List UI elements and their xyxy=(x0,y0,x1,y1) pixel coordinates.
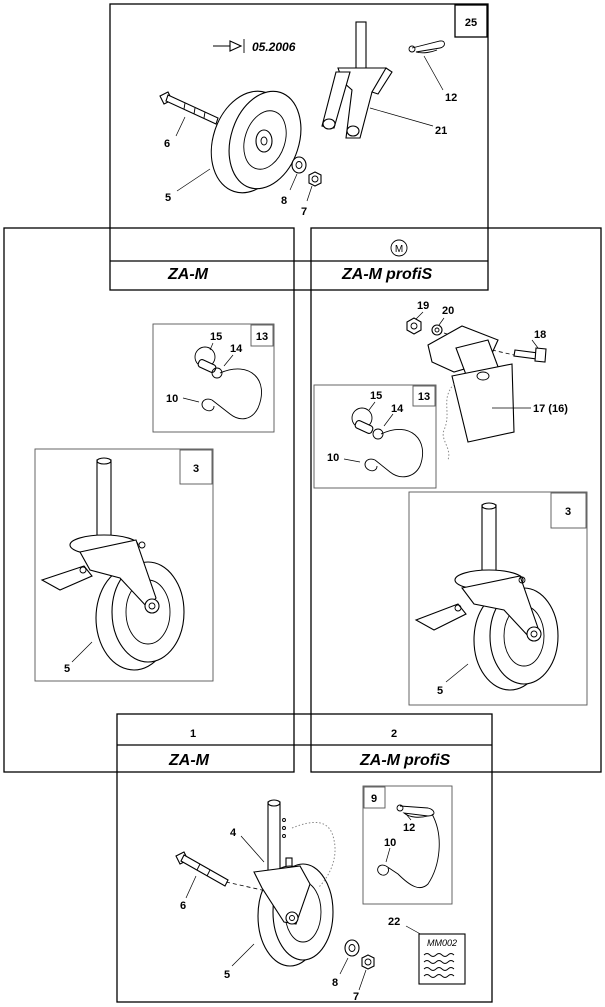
group-number-box xyxy=(454,4,488,38)
right-caster-number-box xyxy=(550,492,587,529)
callout-8-top: 8 xyxy=(281,195,287,207)
callout-10-right: 10 xyxy=(327,452,339,464)
nut-right xyxy=(406,317,422,335)
washer-top xyxy=(291,156,307,174)
right-panel-frame xyxy=(310,227,602,773)
wheel-top xyxy=(210,90,302,194)
callout-10-bottom: 10 xyxy=(384,837,396,849)
fork-bracket-top xyxy=(321,21,393,139)
bolt-right xyxy=(513,347,547,363)
callout-5-top: 5 xyxy=(165,192,171,204)
bottom-clip-subbox xyxy=(362,785,453,905)
right-caster-number: 3 xyxy=(565,506,571,518)
left-clip-number-box xyxy=(250,324,274,347)
left-panel-title: ZA-M xyxy=(167,266,209,283)
callout-14-right: 14 xyxy=(391,403,404,415)
callout-8-bottom: 8 xyxy=(332,977,338,989)
fixed-caster-bottom xyxy=(253,799,336,967)
callout-5-right-caster: 5 xyxy=(437,685,443,697)
callout-7-top: 7 xyxy=(301,206,307,218)
callout-19: 19 xyxy=(417,300,429,312)
callout-21-top: 21 xyxy=(435,125,447,137)
date-marker: 05.2006 xyxy=(252,40,296,54)
callout-22: 22 xyxy=(388,916,400,928)
long-bolt-top xyxy=(159,91,219,125)
bottom-clip-number: 9 xyxy=(371,793,377,805)
callout-5-bottom: 5 xyxy=(224,969,230,981)
washer-right xyxy=(431,324,443,336)
top-panel-frame xyxy=(109,3,489,291)
right-footer-title-suffix: profiS xyxy=(403,752,451,769)
left-clip-subbox xyxy=(152,323,275,433)
left-panel-frame xyxy=(3,227,295,773)
mount-bracket-right xyxy=(427,325,515,461)
callout-6-top: 6 xyxy=(164,138,170,150)
bottom-panel-frame xyxy=(116,713,493,1003)
callout-5-left-caster: 5 xyxy=(64,663,70,675)
linch-pin-right xyxy=(351,407,424,478)
left-clip-number: 13 xyxy=(256,331,268,343)
left-caster-number: 3 xyxy=(193,463,199,475)
nut-bottom xyxy=(361,954,375,970)
right-footer-title-prefix: ZA-M xyxy=(359,752,401,769)
callout-6-bottom: 6 xyxy=(180,900,186,912)
callout-12-bottom: 12 xyxy=(403,822,415,834)
model-symbol: M xyxy=(395,244,403,255)
callout-4: 4 xyxy=(230,827,237,839)
left-footer-title: ZA-M xyxy=(168,752,210,769)
callout-10-left: 10 xyxy=(166,393,178,405)
callout-18: 18 xyxy=(534,329,546,341)
spring-clip-bottom xyxy=(377,804,440,888)
bottom-clip-number-box xyxy=(363,786,386,809)
braked-caster-right xyxy=(414,502,559,691)
callout-14-left: 14 xyxy=(230,343,243,355)
model-symbol-circle xyxy=(390,239,408,257)
callout-20: 20 xyxy=(442,305,454,317)
right-clip-number-box xyxy=(412,385,436,407)
group-number: 25 xyxy=(465,17,477,29)
linch-pin-left xyxy=(194,346,262,420)
manual-document-label: MM002 xyxy=(427,938,457,948)
callout-15-left: 15 xyxy=(210,331,222,343)
right-caster-subbox xyxy=(408,491,588,706)
right-footer-number: 2 xyxy=(391,728,397,740)
callout-7-bottom: 7 xyxy=(353,991,359,1003)
manual-document-icon xyxy=(418,933,466,985)
callout-15-right: 15 xyxy=(370,390,382,402)
right-panel-title-suffix: profiS xyxy=(385,266,433,283)
hair-pin-top xyxy=(408,40,445,54)
left-caster-subbox xyxy=(34,448,214,682)
right-clip-subbox xyxy=(313,384,437,489)
long-bolt-bottom xyxy=(175,851,229,887)
right-panel-title-prefix: ZA-M xyxy=(341,266,383,283)
date-marker-arrow-icon xyxy=(213,39,245,53)
left-footer-number: 1 xyxy=(190,728,196,740)
braked-caster-left xyxy=(40,457,185,671)
right-clip-number: 13 xyxy=(418,391,430,403)
callout-12-top: 12 xyxy=(445,92,457,104)
left-caster-number-box xyxy=(179,449,213,485)
nut-top xyxy=(308,171,322,187)
washer-bottom xyxy=(344,939,360,957)
callout-17-16: 17 (16) xyxy=(533,403,568,415)
